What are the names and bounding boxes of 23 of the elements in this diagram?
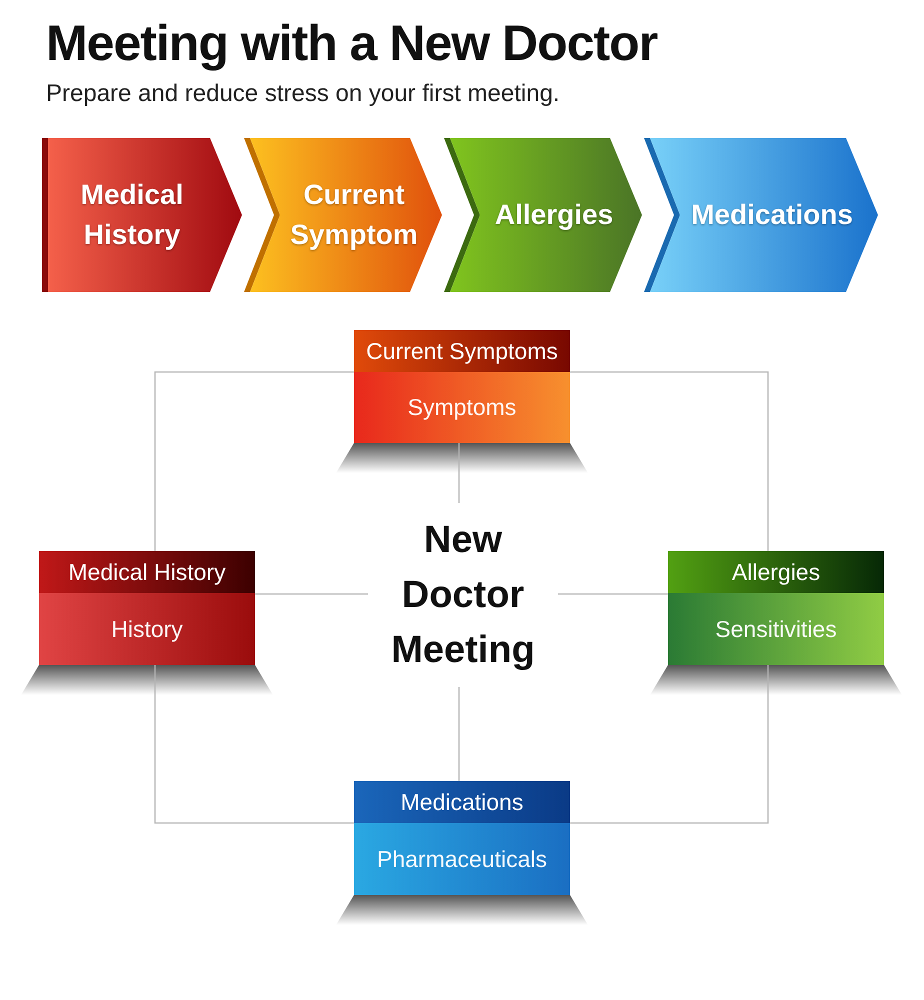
connector-line — [255, 593, 368, 595]
step-label: Medications — [690, 198, 854, 232]
topic-label: New Doctor Meeting — [390, 518, 536, 672]
card-text: Sensitivities — [715, 616, 837, 642]
card-heading: Current Symptoms — [366, 338, 558, 364]
card-heading: Allergies — [732, 558, 820, 586]
card-text: Symptoms — [408, 394, 516, 421]
connector-line — [154, 371, 354, 551]
connector-line — [154, 665, 354, 824]
connector-line — [570, 371, 769, 551]
card-text: Pharmaceuticals — [376, 846, 548, 872]
card-text: History — [111, 616, 183, 642]
step-label: Medical History — [80, 178, 184, 252]
step-label: Allergies — [494, 198, 614, 232]
card-heading: Medical History — [68, 558, 226, 586]
connector-line — [570, 665, 769, 824]
title: Meeting with a New Doctor — [46, 14, 658, 72]
connector-line — [558, 593, 668, 595]
connector-line — [458, 687, 460, 781]
step-label: Current Symptom — [290, 178, 418, 252]
connector-line — [458, 443, 460, 503]
subtitle: Prepare and reduce stress on your first meeting. — [46, 80, 560, 108]
card-heading: Medications — [400, 788, 524, 816]
